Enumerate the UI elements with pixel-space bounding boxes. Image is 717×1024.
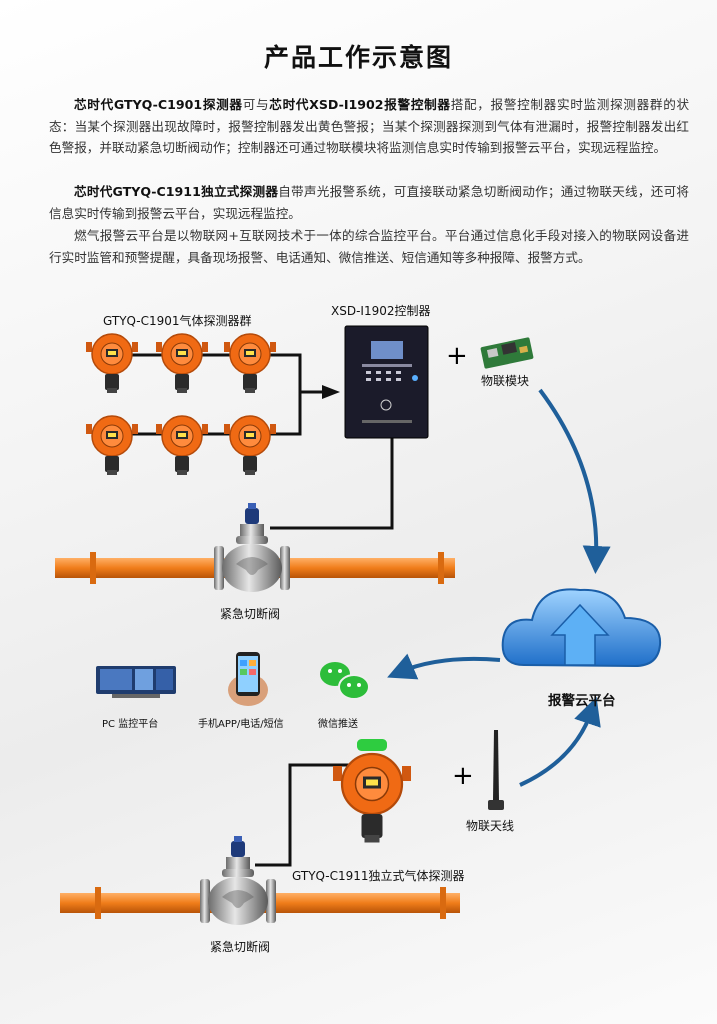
valve-bottom-label: 紧急切断阀 xyxy=(210,940,271,954)
arrow-from-antenna xyxy=(519,696,601,787)
gas-detector-icon xyxy=(155,333,209,394)
app-label: 手机APP/电话/短信 xyxy=(198,719,284,730)
page-title: 产品工作示意图 xyxy=(263,43,453,72)
detector-group-label: GTYQ-C1901气体探测器群 xyxy=(103,314,252,328)
paragraph-3: 燃气报警云平台是以物联网+互联网技术于一体的综合监控平台。平台通过信息化手段对接… xyxy=(49,228,689,265)
valve-icon xyxy=(200,836,276,925)
iot-module-label: 物联模块 xyxy=(481,374,530,388)
valve-icon xyxy=(214,503,290,592)
controller-icon xyxy=(344,325,429,439)
pc-monitor-icon xyxy=(96,666,176,698)
gas-detector-icon xyxy=(331,739,413,844)
controller-label: XSD-I1902控制器 xyxy=(331,304,431,318)
gas-detector-icon xyxy=(155,415,209,476)
plus-sign-2: + xyxy=(452,761,474,791)
gas-detector-icon xyxy=(85,333,139,394)
paragraph-2: 芯时代GTYQ-C1911独立式探测器自带声光报警系统，可直接联动紧急切断阀动作… xyxy=(49,184,690,221)
valve-top-label: 紧急切断阀 xyxy=(220,607,281,621)
standalone-detector-label: GTYQ-C1911独立式气体探测器 xyxy=(292,869,465,883)
gas-detector-icon xyxy=(85,415,139,476)
pc-label: PC 监控平台 xyxy=(102,719,159,730)
cloud-label: 报警云平台 xyxy=(548,693,616,709)
arrow-to-notify xyxy=(387,653,501,680)
antenna-label: 物联天线 xyxy=(466,819,515,833)
cloud-icon xyxy=(501,588,662,668)
antenna-icon xyxy=(488,730,504,810)
iot-module-icon xyxy=(480,337,534,369)
arrow-to-cloud-top xyxy=(538,388,611,574)
paragraph-1: 芯时代GTYQ-C1901探测器可与芯时代XSD-I1902报警控制器搭配，报警… xyxy=(49,97,690,156)
gas-detector-icon xyxy=(223,415,277,476)
wechat-icon xyxy=(320,662,370,700)
gas-detector-icon xyxy=(223,333,277,394)
phone-icon xyxy=(228,652,268,706)
wechat-label: 微信推送 xyxy=(318,719,358,730)
plus-sign-1: + xyxy=(446,341,468,371)
